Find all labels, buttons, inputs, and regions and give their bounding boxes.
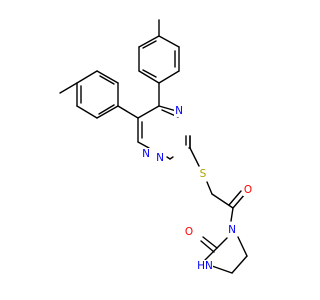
atom-label: N — [142, 148, 150, 160]
bond — [200, 240, 215, 253]
bond — [138, 35, 160, 48]
bond — [99, 75, 115, 85]
bond — [206, 181, 213, 195]
atom-label: HN — [197, 260, 213, 272]
atom-n-im: N — [227, 224, 237, 236]
bond — [228, 190, 242, 206]
bond — [142, 69, 157, 78]
atom-label: O — [244, 184, 252, 196]
atom-background — [155, 152, 165, 164]
bond-layer — [59, 19, 248, 274]
bond — [76, 70, 98, 84]
bond — [231, 255, 248, 274]
atom-background — [198, 168, 208, 180]
atom-label: N — [175, 105, 183, 117]
bond — [96, 105, 119, 119]
bond — [137, 105, 160, 119]
bond — [76, 105, 98, 119]
bond — [169, 156, 174, 160]
atom-label: S — [200, 168, 207, 180]
bond — [204, 247, 218, 261]
atom-o2: O — [184, 226, 194, 238]
atom-background — [174, 105, 184, 117]
atom-background — [227, 224, 237, 236]
atom-label: O — [185, 226, 193, 238]
bond — [232, 193, 246, 209]
atom-n2: N — [141, 148, 151, 160]
bond — [158, 70, 180, 84]
bond — [138, 70, 160, 84]
atom-nh: HN — [197, 260, 213, 272]
bond — [142, 40, 157, 49]
bond — [96, 70, 119, 84]
bond — [216, 237, 228, 249]
atom-background — [197, 260, 213, 272]
bond — [230, 207, 234, 222]
bond — [211, 193, 234, 209]
bond — [237, 236, 248, 257]
bond — [137, 141, 150, 149]
atom-label: N — [156, 152, 164, 164]
atom-n1: N — [155, 152, 165, 164]
atom-label: N — [228, 224, 236, 236]
atom-background — [184, 226, 194, 238]
bond — [158, 35, 180, 48]
bond — [98, 104, 115, 115]
bond — [211, 265, 233, 274]
atom-o1: O — [243, 184, 253, 196]
bond — [202, 236, 218, 249]
atom-background — [243, 184, 253, 196]
bond — [117, 105, 139, 119]
bond — [189, 147, 200, 167]
atom-background — [141, 148, 151, 160]
bond — [59, 82, 78, 94]
atom-n4: N — [174, 105, 184, 117]
atom-s: S — [198, 168, 208, 180]
